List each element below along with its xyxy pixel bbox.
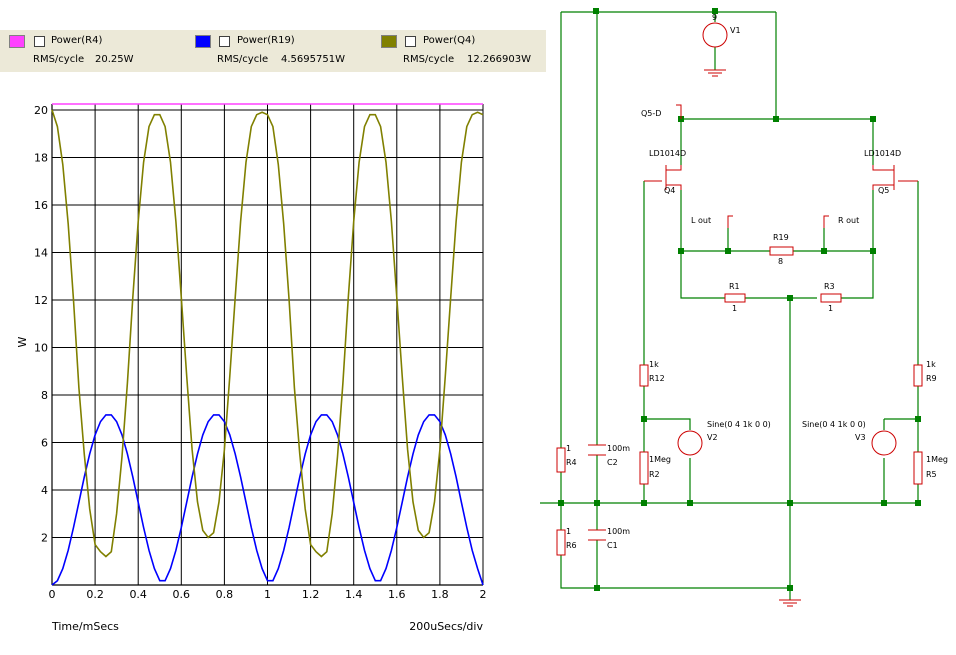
schematic-labels: 9 V1 Q5-D LD1014D Q4 LD1014D Q5 L out R …: [566, 13, 948, 550]
r12-resistor-icon: [639, 364, 649, 387]
q4-model: LD1014D: [649, 149, 686, 158]
power-chart: 0 0.2 0.4 0.6 0.8 1 1.2 1.4 1.6 1.8 2 2 4 6 8 10 12 14 16 1…: [16, 103, 487, 633]
y-tick-label: 16: [34, 199, 48, 212]
r3-value: 1: [828, 304, 833, 313]
r4-value: 1: [566, 444, 571, 453]
y-tick-label: 2: [41, 531, 48, 544]
x-tick-label: 0.4: [129, 588, 147, 601]
schematic-junctions: [558, 8, 921, 591]
q5-name: Q5: [878, 186, 889, 195]
r9-name: R9: [926, 374, 937, 383]
q5d-probe: [676, 104, 682, 119]
v3-name: V3: [855, 433, 866, 442]
q4-legend-name: Power(Q4): [423, 35, 476, 46]
r5-name: R5: [926, 470, 937, 479]
r1-resistor-icon: [724, 293, 746, 303]
x-tick-label: 0: [49, 588, 56, 601]
y-tick-label: 4: [41, 484, 48, 497]
r3-name: R3: [824, 282, 835, 291]
r4-checkbox[interactable]: [34, 36, 45, 47]
y-tick-label: 18: [34, 151, 48, 164]
x-tick-label: 1.6: [388, 588, 406, 601]
rout-label: R out: [838, 216, 859, 225]
y-tick-label: 6: [41, 436, 48, 449]
r12-name: R12: [649, 374, 665, 383]
q5d-label: Q5-D: [641, 109, 661, 118]
r3-resistor-icon: [820, 293, 842, 303]
r6-name: R6: [566, 541, 577, 550]
x-tick-label: 0.6: [173, 588, 191, 601]
r4-legend-name: Power(R4): [51, 35, 103, 46]
chart-ticks: 0 0.2 0.4 0.6 0.8 1 1.2 1.4 1.6 1.8 2 2 4 6 8 10 12 14 16 1…: [34, 104, 487, 601]
r19-rms-value: 4.5695751W: [281, 54, 345, 65]
v2-name: V2: [707, 433, 718, 442]
r2-name: R2: [649, 470, 660, 479]
r5-resistor-icon: [913, 451, 923, 485]
y-tick-label: 8: [41, 389, 48, 402]
chart-series: [51, 103, 484, 586]
c2-value: 100m: [607, 444, 630, 453]
legend-panel: Power(R4) RMS/cycle 20.25W Power(R19) RM…: [0, 30, 546, 72]
c2-name: C2: [607, 458, 618, 467]
q4-name: Q4: [664, 186, 675, 195]
v1-name: V1: [730, 26, 741, 35]
series-line-powerq4: [51, 109, 484, 558]
r5-value: 1Meg: [926, 455, 948, 464]
r4-name: R4: [566, 458, 577, 467]
v1-value: 9: [712, 13, 717, 22]
r6-value: 1: [566, 527, 571, 536]
lout-label: L out: [691, 216, 711, 225]
r19-checkbox[interactable]: [219, 36, 230, 47]
r6-resistor-icon: [556, 529, 566, 556]
q4-checkbox[interactable]: [405, 36, 416, 47]
r1-name: R1: [729, 282, 740, 291]
y-axis-label: W: [16, 336, 29, 347]
r19-value: 8: [778, 257, 783, 266]
v1-source-icon: [702, 22, 728, 48]
schematic-wires: [540, 11, 920, 600]
v2-source-icon: [677, 430, 703, 456]
q4-color-swatch: [381, 35, 397, 48]
rout-probe: [823, 215, 829, 228]
r1-value: 1: [732, 304, 737, 313]
x-tick-label: 2: [480, 588, 487, 601]
y-tick-label: 20: [34, 104, 48, 117]
r2-value: 1Meg: [649, 455, 671, 464]
v3-value: Sine(0 4 1k 0 0): [802, 420, 866, 429]
r19-name: R19: [773, 233, 789, 242]
v2-value: Sine(0 4 1k 0 0): [707, 420, 771, 429]
q5-model: LD1014D: [864, 149, 901, 158]
y-tick-label: 12: [34, 294, 48, 307]
x-tick-label: 0.8: [216, 588, 234, 601]
y-tick-label: 14: [34, 246, 48, 259]
x-scale-note: 200uSecs/div: [409, 620, 483, 633]
r4-color-swatch: [9, 35, 25, 48]
r19-legend-name: Power(R19): [237, 35, 295, 46]
schematic-components: [556, 22, 923, 607]
c1-name: C1: [607, 541, 618, 550]
r2-resistor-icon: [639, 451, 649, 485]
x-tick-label: 1.8: [431, 588, 449, 601]
q4-rms-value: 12.266903W: [467, 54, 531, 65]
c1-value: 100m: [607, 527, 630, 536]
v3-source-icon: [871, 430, 897, 456]
y-tick-label: 10: [34, 341, 48, 354]
x-axis-label: Time/mSecs: [51, 620, 119, 633]
r4-rms-label: RMS/cycle: [33, 54, 85, 65]
x-tick-label: 1: [264, 588, 271, 601]
r9-resistor-icon: [913, 364, 923, 387]
x-tick-label: 0.2: [86, 588, 104, 601]
r19-color-swatch: [195, 35, 211, 48]
r19-rms-label: RMS/cycle: [217, 54, 269, 65]
r9-value: 1k: [926, 360, 936, 369]
x-tick-label: 1.2: [302, 588, 320, 601]
r12-value: 1k: [649, 360, 659, 369]
r4-rms-value: 20.25W: [95, 54, 134, 65]
r19-resistor-icon: [769, 246, 794, 256]
q4-rms-label: RMS/cycle: [403, 54, 455, 65]
lout-probe: [727, 215, 733, 228]
x-tick-label: 1.4: [345, 588, 363, 601]
r4-resistor-icon: [556, 447, 566, 473]
